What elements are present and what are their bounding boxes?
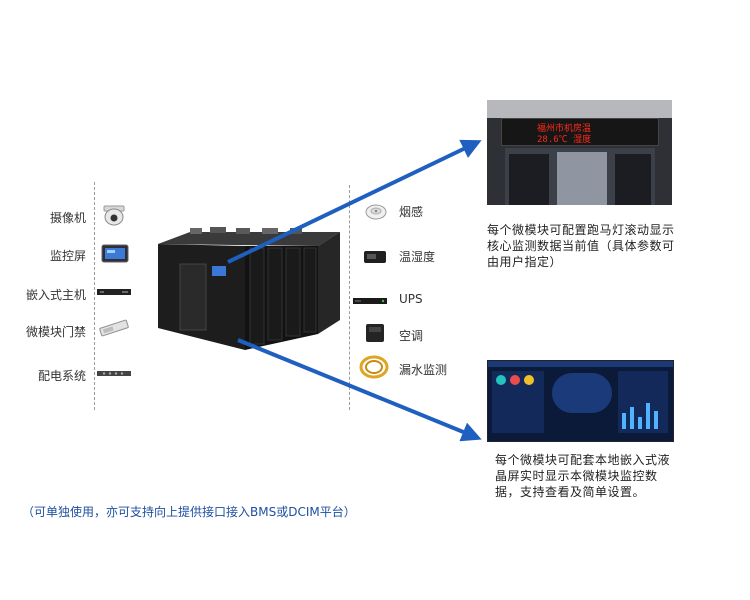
- led-ticker-photo: 福州市机房温 28.6℃ 湿度: [487, 100, 672, 205]
- power-distribution-icon: [97, 371, 131, 376]
- temp-humidity-sensor-icon: [364, 251, 386, 263]
- left-label-door: 微模块门禁: [25, 325, 86, 339]
- led-board: [501, 118, 659, 146]
- water-leak-cable-icon: [359, 355, 389, 379]
- left-label-camera: 摄像机: [49, 211, 86, 225]
- lcd-description: 每个微模块可配套本地嵌入式液晶屏实时显示本微模块监控数据，支持查看及简单设置。: [495, 453, 671, 499]
- right-label-ups: UPS: [399, 292, 423, 306]
- right-label-smoke: 烟感: [399, 205, 424, 219]
- monitor-screen-icon: [101, 244, 129, 263]
- screen-bar-5: [654, 411, 658, 429]
- screen-bar-2: [630, 407, 634, 429]
- ceiling-band: [487, 100, 672, 118]
- screen-right-panel: [618, 371, 668, 433]
- embedded-host-icon: [97, 289, 131, 295]
- right-label-water-leak: 漏水监测: [399, 363, 448, 377]
- security-camera-icon: [103, 205, 125, 226]
- led-description: 每个微模块可配置跑马灯滚动显示核心监测数据当前值（具体参数可由用户指定）: [487, 223, 675, 269]
- left-label-monitor: 监控屏: [49, 249, 86, 263]
- air-conditioner-icon: [366, 324, 384, 342]
- left-divider: [94, 182, 95, 410]
- lcd-screen-photo: [487, 360, 674, 442]
- door-opening: [557, 152, 607, 205]
- right-label-temp-humidity: 温湿度: [399, 250, 436, 264]
- screen-bar-1: [622, 413, 626, 429]
- screen-gauge-1: [496, 375, 506, 385]
- screen-gauge-3: [524, 375, 534, 385]
- rack-left: [509, 154, 549, 205]
- arrow-to-led-photo: [227, 139, 482, 264]
- smoke-detector-icon: [365, 204, 387, 220]
- led-line-2: 28.6℃ 湿度: [537, 135, 592, 145]
- micro-module-rack-image: [158, 227, 340, 350]
- screen-header-bar: [488, 361, 673, 367]
- rack-right: [615, 154, 651, 205]
- left-label-host: 嵌入式主机: [25, 288, 86, 302]
- door-access-icon: [99, 319, 129, 337]
- integration-footnote: （可单独使用，亦可支持向上提供接口接入BMS或DCIM平台）: [22, 505, 356, 519]
- right-label-aircon: 空调: [399, 329, 424, 343]
- right-divider: [349, 185, 350, 410]
- left-label-power: 配电系统: [37, 369, 86, 383]
- screen-bar-3: [638, 417, 642, 429]
- ups-icon: [353, 298, 387, 304]
- led-line-1: 福州市机房温: [537, 124, 592, 134]
- screen-gauge-2: [510, 375, 520, 385]
- screen-center-map: [552, 373, 612, 413]
- arrow-to-screen-photo: [237, 338, 482, 442]
- screen-bar-4: [646, 403, 650, 429]
